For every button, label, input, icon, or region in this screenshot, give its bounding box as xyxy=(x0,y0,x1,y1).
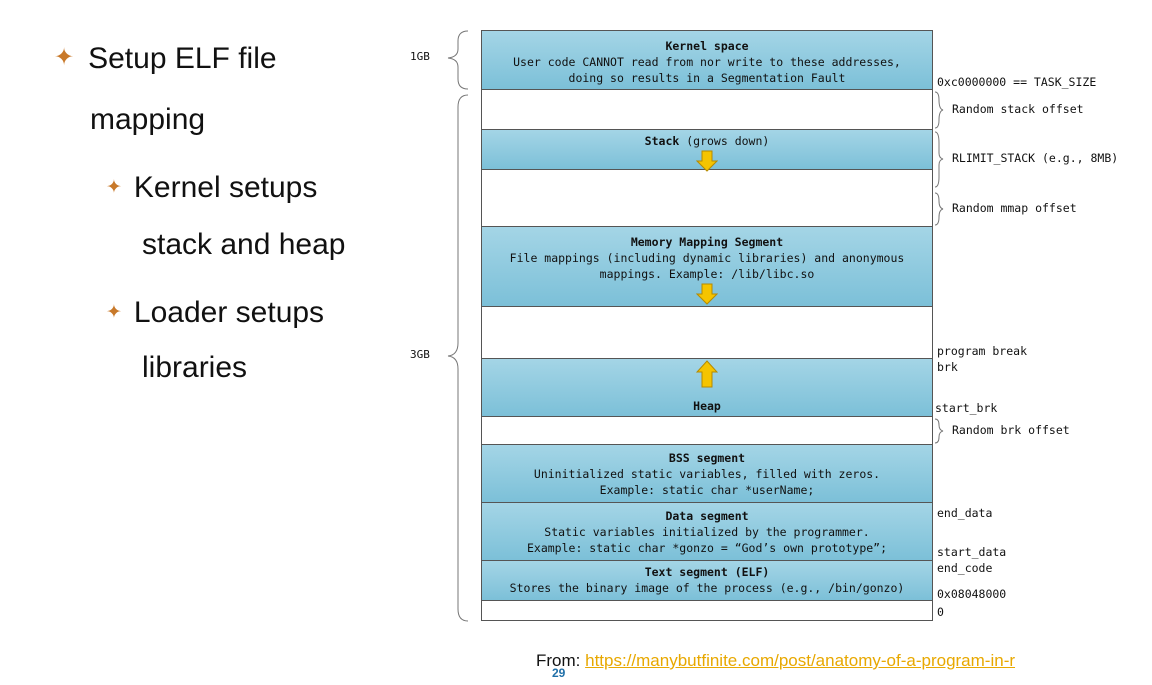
data-title: Data segment xyxy=(665,509,749,523)
label-random-brk-offset: Random brk offset xyxy=(952,423,1070,437)
bullet-text-continued: mapping xyxy=(90,103,206,136)
bullet-text: Loader setups xyxy=(133,296,325,329)
label-end-data: end_data xyxy=(937,506,993,520)
stack-title: Stack xyxy=(644,134,680,148)
size-label-1gb: 1GB xyxy=(410,50,430,63)
data-line1: Static variables initialized by the prog… xyxy=(544,525,870,539)
mmap-heap-gap xyxy=(481,307,933,359)
label-rlimit-stack: RLIMIT_STACK (e.g., 8MB) xyxy=(952,151,1119,165)
bottom-gap xyxy=(481,601,933,621)
mmap-down-arrow-icon xyxy=(696,283,718,305)
label-program-break: program break xyxy=(937,344,1028,358)
label-random-stack-offset: Random stack offset xyxy=(952,102,1084,116)
kernel-line2: doing so results in a Segmentation Fault xyxy=(568,71,846,85)
label-start-data: start_data xyxy=(937,545,1007,559)
label-zero-address: 0 xyxy=(937,605,944,619)
right-braces xyxy=(934,91,944,444)
left-braces xyxy=(447,30,469,622)
bullet-star-icon: ✦ xyxy=(106,177,122,198)
mmap-line1: File mappings (including dynamic librari… xyxy=(509,251,905,265)
source-prefix: From: xyxy=(536,651,581,670)
stack-offset-gap xyxy=(481,90,933,130)
kernel-space-segment: Kernel space User code CANNOT read from … xyxy=(481,30,933,90)
brk-offset-gap xyxy=(481,417,933,445)
label-brk: brk xyxy=(937,360,958,374)
stack-mmap-gap xyxy=(481,170,933,227)
kernel-title: Kernel space xyxy=(665,39,749,53)
label-random-mmap-offset: Random mmap offset xyxy=(952,201,1077,215)
sub-bullet-loader: ✦ Loader setups xyxy=(106,296,324,330)
label-text-start-address: 0x08048000 xyxy=(937,587,1007,601)
data-segment: Data segment Static variables initialize… xyxy=(481,503,933,561)
bullet-text: Kernel setups xyxy=(133,171,318,204)
kernel-line1: User code CANNOT read from nor write to … xyxy=(513,55,901,69)
size-label-3gb: 3GB xyxy=(410,348,430,361)
text-segment: Text segment (ELF) Stores the binary ima… xyxy=(481,561,933,601)
bss-segment: BSS segment Uninitialized static variabl… xyxy=(481,445,933,503)
mmap-line2: mappings. Example: /lib/libc.so xyxy=(599,267,815,281)
label-start-brk: start_brk xyxy=(935,401,998,415)
bullet-text: Setup ELF file xyxy=(88,42,277,75)
text-title: Text segment (ELF) xyxy=(644,565,770,579)
label-end-code: end_code xyxy=(937,561,993,575)
bss-line2: Example: static char *userName; xyxy=(599,483,815,497)
memory-layout-diagram: 1GB 3GB Kernel space User code CANNOT re… xyxy=(400,25,1152,635)
page-number: 29 xyxy=(552,666,566,680)
stack-note: (grows down) xyxy=(686,134,770,148)
bss-line1: Uninitialized static variables, filled w… xyxy=(533,467,881,481)
heap-title: Heap xyxy=(693,399,721,413)
source-citation: From: https://manybutfinite.com/post/ana… xyxy=(536,651,1015,671)
bullet-star-icon: ✦ xyxy=(54,44,75,71)
source-link[interactable]: https://manybutfinite.com/post/anatomy-o… xyxy=(585,651,1016,670)
bss-title: BSS segment xyxy=(668,451,746,465)
bullet-text-continued: stack and heap xyxy=(142,228,346,261)
bullet-setup-elf: ✦ Setup ELF file xyxy=(54,42,277,76)
bullet-star-icon: ✦ xyxy=(106,302,122,323)
stack-down-arrow-icon xyxy=(696,150,718,172)
heap-up-arrow-icon xyxy=(696,360,718,388)
mmap-title: Memory Mapping Segment xyxy=(630,235,784,249)
text-line1: Stores the binary image of the process (… xyxy=(509,581,905,595)
sub-bullet-kernel: ✦ Kernel setups xyxy=(106,171,317,205)
bullet-text-continued: libraries xyxy=(142,351,248,384)
data-line2: Example: static char *gonzo = “God’s own… xyxy=(526,541,888,555)
label-task-size: 0xc0000000 == TASK_SIZE xyxy=(937,75,1097,89)
